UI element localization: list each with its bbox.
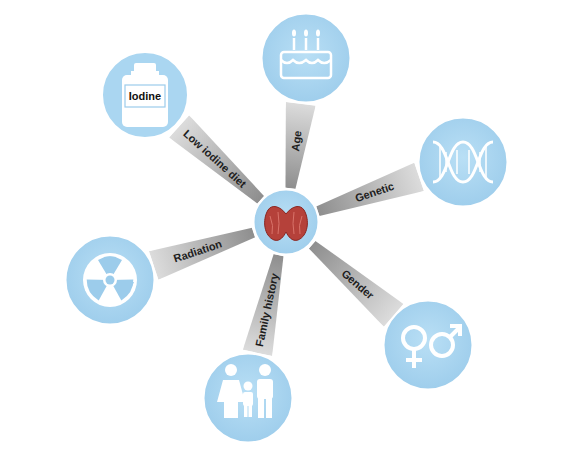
family-circle [203,353,293,443]
spoke-band: Radiation [149,218,258,279]
gender-circle [383,300,473,390]
radiation-circle [65,235,155,325]
age-circle [261,13,351,103]
thyroid-circle [253,189,319,255]
spoke-band: Gender [302,233,403,326]
spoke-label: Age [289,130,303,152]
genetic-circle [418,117,508,207]
spoke-band: Low iodine diet [169,115,271,211]
iodine-circle: Iodine [100,50,190,140]
spoke-band: Age [275,102,315,190]
spoke-label: Low iodine diet [181,127,249,189]
bottle-label: Iodine [129,90,161,102]
spoke-band: Family history [243,252,293,356]
spoke-band: Genetic [313,163,424,226]
